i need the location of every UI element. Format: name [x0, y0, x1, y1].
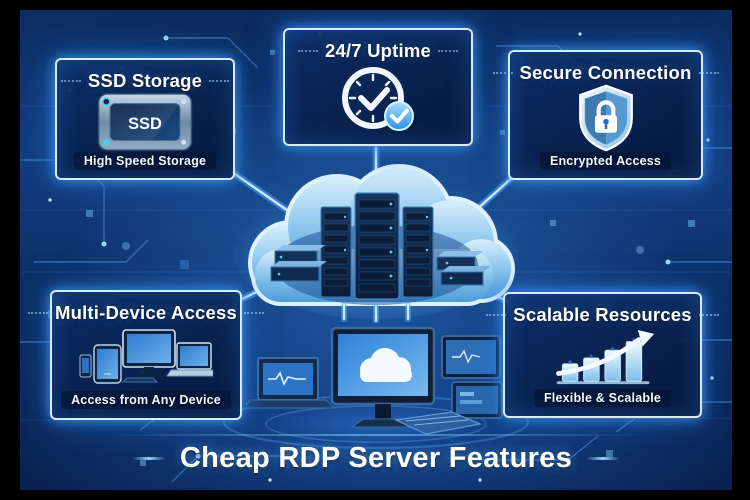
laptop-icon	[246, 357, 336, 409]
feature-card-scalable-resources: Scalable Resources	[486, 292, 719, 418]
title-dash-decoration	[586, 457, 621, 460]
feature-title: Scalable Resources	[513, 304, 692, 325]
feature-subtitle: Flexible & Scalable	[533, 389, 672, 407]
poster-canvas: SSD Storage SSD	[20, 10, 732, 490]
dotted-decoration	[27, 312, 48, 314]
feature-card-multi-device-access: Multi-Device Access	[27, 290, 265, 420]
feature-card-ssd-storage: SSD Storage SSD	[55, 58, 235, 180]
svg-text:SSD: SSD	[128, 115, 162, 133]
feature-card-uptime: 24/7 Uptime	[283, 28, 473, 146]
dotted-decoration	[209, 80, 230, 82]
feature-title: SSD Storage	[87, 70, 203, 91]
feature-title: 24/7 Uptime	[324, 40, 432, 61]
growth-bar-chart-icon	[544, 326, 662, 389]
page-title: Cheap RDP Server Features	[179, 442, 573, 474]
workstation-devices-cloud-illustration	[246, 326, 503, 444]
feature-subtitle: Encrypted Access	[539, 152, 672, 170]
feature-title: Secure Connection	[519, 62, 692, 83]
feature-card-secure-connection: Secure Connection Encrypted Access	[492, 50, 719, 180]
title-glow-beam	[105, 434, 647, 436]
cloud-hosting-servers-illustration	[234, 164, 518, 323]
clock-check-icon	[335, 62, 421, 136]
dotted-decoration	[60, 80, 81, 82]
feature-title: Multi-Device Access	[54, 302, 238, 323]
dotted-decoration	[244, 312, 265, 314]
dotted-decoration	[492, 72, 513, 74]
multi-device-icon	[79, 324, 213, 391]
feature-subtitle: Access from Any Device	[61, 391, 231, 409]
dotted-decoration	[438, 50, 459, 52]
dotted-decoration	[698, 314, 719, 316]
dotted-decoration	[698, 72, 719, 74]
main-title-row: Cheap RDP Server Features	[20, 442, 732, 475]
dotted-decoration	[486, 314, 507, 316]
monitor-cloud-icon	[330, 326, 436, 428]
keyboard-icon	[393, 411, 483, 435]
ssd-drive-icon: SSD	[95, 92, 195, 152]
server-rack-icons	[270, 192, 491, 300]
title-dash-decoration	[131, 457, 166, 460]
dotted-decoration	[297, 50, 318, 52]
secondary-monitor-icon	[441, 335, 503, 419]
feature-subtitle: High Speed Storage	[73, 152, 217, 170]
shield-lock-icon	[574, 84, 638, 152]
